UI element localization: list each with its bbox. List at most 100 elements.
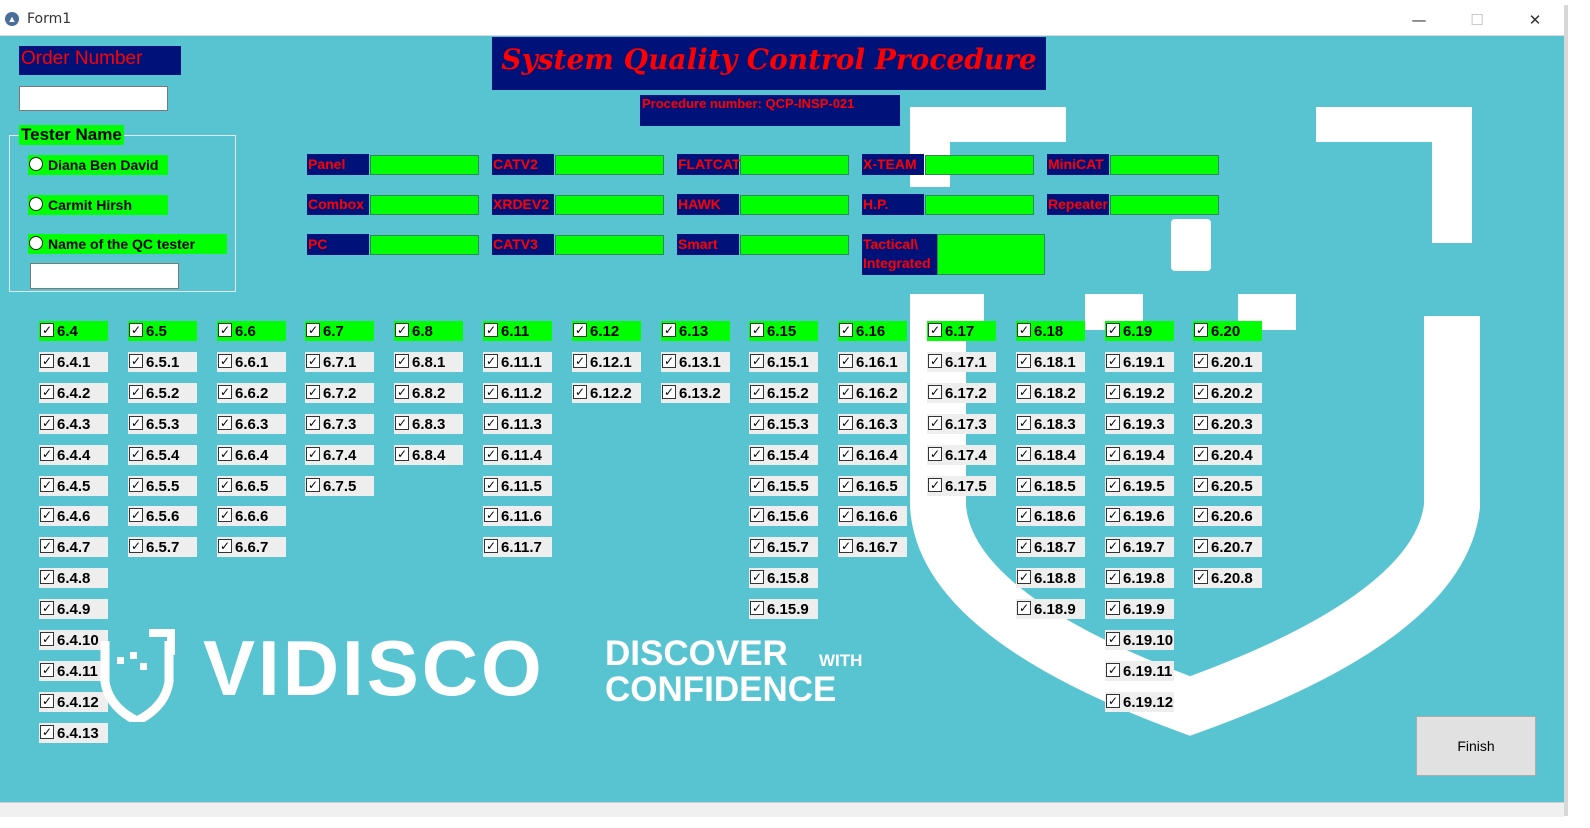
item-checkbox[interactable]: ✓6.15.2	[749, 383, 818, 403]
item-checkbox[interactable]: ✓6.17.2	[927, 383, 996, 403]
item-checkbox[interactable]: ✓6.19.12	[1105, 692, 1174, 712]
order-number-input[interactable]	[19, 86, 168, 111]
item-checkbox[interactable]: ✓6.4.13	[39, 723, 108, 743]
item-checkbox[interactable]: ✓6.5.7	[128, 537, 197, 557]
maximize-button[interactable]: ☐	[1470, 11, 1484, 29]
item-checkbox[interactable]: ✓6.19.1	[1105, 352, 1174, 372]
section-checkbox[interactable]: ✓6.8	[394, 321, 463, 341]
item-checkbox[interactable]: ✓6.8.1	[394, 352, 463, 372]
item-checkbox[interactable]: ✓6.7.2	[305, 383, 374, 403]
item-checkbox[interactable]: ✓6.11.5	[483, 476, 552, 496]
item-checkbox[interactable]: ✓6.11.3	[483, 414, 552, 434]
item-checkbox[interactable]: ✓6.20.7	[1193, 537, 1262, 557]
item-checkbox[interactable]: ✓6.15.9	[749, 599, 818, 619]
item-checkbox[interactable]: ✓6.11.6	[483, 506, 552, 526]
item-checkbox[interactable]: ✓6.4.11	[39, 661, 108, 681]
item-checkbox[interactable]: ✓6.20.5	[1193, 476, 1262, 496]
item-checkbox[interactable]: ✓6.19.9	[1105, 599, 1174, 619]
item-checkbox[interactable]: ✓6.15.5	[749, 476, 818, 496]
item-checkbox[interactable]: ✓6.4.5	[39, 476, 108, 496]
item-checkbox[interactable]: ✓6.6.6	[217, 506, 286, 526]
item-checkbox[interactable]: ✓6.8.3	[394, 414, 463, 434]
tester-name-input[interactable]	[30, 263, 179, 289]
section-checkbox[interactable]: ✓6.4	[39, 321, 108, 341]
item-checkbox[interactable]: ✓6.6.3	[217, 414, 286, 434]
section-checkbox[interactable]: ✓6.15	[749, 321, 818, 341]
item-checkbox[interactable]: ✓6.4.2	[39, 383, 108, 403]
item-checkbox[interactable]: ✓6.18.2	[1016, 383, 1085, 403]
item-checkbox[interactable]: ✓6.4.8	[39, 568, 108, 588]
tester-radio-carmit[interactable]: Carmit Hirsh	[28, 195, 168, 215]
item-checkbox[interactable]: ✓6.18.8	[1016, 568, 1085, 588]
item-checkbox[interactable]: ✓6.16.3	[838, 414, 907, 434]
item-checkbox[interactable]: ✓6.18.4	[1016, 445, 1085, 465]
item-checkbox[interactable]: ✓6.19.4	[1105, 445, 1174, 465]
item-checkbox[interactable]: ✓6.11.7	[483, 537, 552, 557]
item-checkbox[interactable]: ✓6.11.4	[483, 445, 552, 465]
item-checkbox[interactable]: ✓6.17.4	[927, 445, 996, 465]
item-checkbox[interactable]: ✓6.15.7	[749, 537, 818, 557]
item-checkbox[interactable]: ✓6.11.1	[483, 352, 552, 372]
item-checkbox[interactable]: ✓6.4.12	[39, 692, 108, 712]
item-checkbox[interactable]: ✓6.5.4	[128, 445, 197, 465]
item-checkbox[interactable]: ✓6.20.4	[1193, 445, 1262, 465]
section-checkbox[interactable]: ✓6.12	[572, 321, 641, 341]
item-checkbox[interactable]: ✓6.16.6	[838, 506, 907, 526]
item-checkbox[interactable]: ✓6.15.1	[749, 352, 818, 372]
item-checkbox[interactable]: ✓6.17.3	[927, 414, 996, 434]
item-checkbox[interactable]: ✓6.8.2	[394, 383, 463, 403]
section-checkbox[interactable]: ✓6.18	[1016, 321, 1085, 341]
item-checkbox[interactable]: ✓6.5.2	[128, 383, 197, 403]
tester-radio-custom[interactable]: Name of the QC tester	[28, 234, 227, 254]
section-checkbox[interactable]: ✓6.16	[838, 321, 907, 341]
section-checkbox[interactable]: ✓6.7	[305, 321, 374, 341]
item-checkbox[interactable]: ✓6.19.3	[1105, 414, 1174, 434]
finish-button[interactable]: Finish	[1416, 716, 1536, 776]
section-checkbox[interactable]: ✓6.5	[128, 321, 197, 341]
item-checkbox[interactable]: ✓6.12.1	[572, 352, 641, 372]
item-checkbox[interactable]: ✓6.13.1	[661, 352, 730, 372]
item-checkbox[interactable]: ✓6.20.3	[1193, 414, 1262, 434]
item-checkbox[interactable]: ✓6.16.2	[838, 383, 907, 403]
item-checkbox[interactable]: ✓6.20.6	[1193, 506, 1262, 526]
section-checkbox[interactable]: ✓6.19	[1105, 321, 1174, 341]
item-checkbox[interactable]: ✓6.19.6	[1105, 506, 1174, 526]
item-checkbox[interactable]: ✓6.5.6	[128, 506, 197, 526]
item-checkbox[interactable]: ✓6.18.5	[1016, 476, 1085, 496]
item-checkbox[interactable]: ✓6.5.3	[128, 414, 197, 434]
item-checkbox[interactable]: ✓6.7.4	[305, 445, 374, 465]
item-checkbox[interactable]: ✓6.6.2	[217, 383, 286, 403]
item-checkbox[interactable]: ✓6.13.2	[661, 383, 730, 403]
item-checkbox[interactable]: ✓6.4.9	[39, 599, 108, 619]
item-checkbox[interactable]: ✓6.5.1	[128, 352, 197, 372]
item-checkbox[interactable]: ✓6.15.3	[749, 414, 818, 434]
item-checkbox[interactable]: ✓6.19.5	[1105, 476, 1174, 496]
section-checkbox[interactable]: ✓6.6	[217, 321, 286, 341]
section-checkbox[interactable]: ✓6.13	[661, 321, 730, 341]
item-checkbox[interactable]: ✓6.15.4	[749, 445, 818, 465]
item-checkbox[interactable]: ✓6.7.5	[305, 476, 374, 496]
item-checkbox[interactable]: ✓6.11.2	[483, 383, 552, 403]
item-checkbox[interactable]: ✓6.6.7	[217, 537, 286, 557]
item-checkbox[interactable]: ✓6.18.6	[1016, 506, 1085, 526]
item-checkbox[interactable]: ✓6.8.4	[394, 445, 463, 465]
minimize-button[interactable]: —	[1411, 11, 1427, 29]
item-checkbox[interactable]: ✓6.16.4	[838, 445, 907, 465]
item-checkbox[interactable]: ✓6.19.2	[1105, 383, 1174, 403]
item-checkbox[interactable]: ✓6.12.2	[572, 383, 641, 403]
item-checkbox[interactable]: ✓6.7.3	[305, 414, 374, 434]
close-button[interactable]: ✕	[1528, 11, 1542, 29]
item-checkbox[interactable]: ✓6.20.2	[1193, 383, 1262, 403]
item-checkbox[interactable]: ✓6.15.8	[749, 568, 818, 588]
item-checkbox[interactable]: ✓6.6.1	[217, 352, 286, 372]
item-checkbox[interactable]: ✓6.18.1	[1016, 352, 1085, 372]
item-checkbox[interactable]: ✓6.18.9	[1016, 599, 1085, 619]
item-checkbox[interactable]: ✓6.7.1	[305, 352, 374, 372]
item-checkbox[interactable]: ✓6.17.5	[927, 476, 996, 496]
item-checkbox[interactable]: ✓6.19.11	[1105, 661, 1174, 681]
item-checkbox[interactable]: ✓6.6.4	[217, 445, 286, 465]
item-checkbox[interactable]: ✓6.5.5	[128, 476, 197, 496]
item-checkbox[interactable]: ✓6.4.4	[39, 445, 108, 465]
item-checkbox[interactable]: ✓6.4.1	[39, 352, 108, 372]
item-checkbox[interactable]: ✓6.17.1	[927, 352, 996, 372]
